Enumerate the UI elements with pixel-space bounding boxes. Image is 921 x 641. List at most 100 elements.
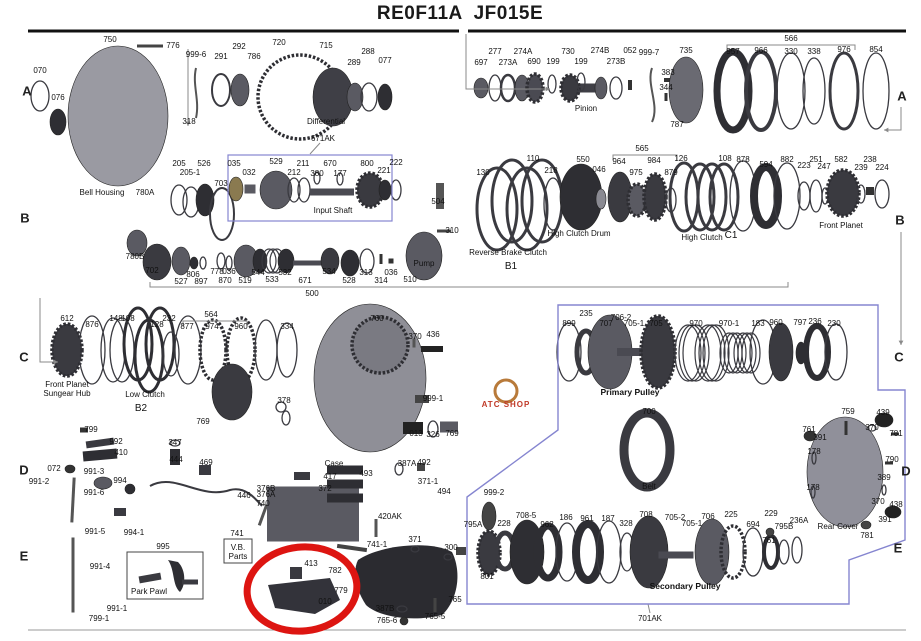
part-label: 741-1 (366, 540, 388, 549)
part-label: 223 (797, 161, 811, 170)
part-label: 701AK (637, 614, 663, 623)
part-label: 528 (342, 276, 356, 285)
part-label: 052 (623, 46, 637, 55)
part-label: 801 (480, 572, 494, 581)
part-label: 504 (431, 197, 445, 206)
part-label: 289 (347, 58, 361, 67)
part-label: 899 (562, 319, 576, 328)
part-label: 565 (635, 144, 649, 153)
part-label: 221 (377, 166, 391, 175)
part-label: 076 (51, 93, 65, 102)
part-label: 387B (375, 604, 395, 613)
part-label: 975 (629, 168, 643, 177)
part-label: 494 (437, 487, 451, 496)
part-label: 854 (869, 45, 883, 54)
group-label: Differential (306, 117, 346, 126)
part-label: 776 (166, 41, 180, 50)
part-label: 999-6 (185, 50, 207, 59)
part-label: 800 (360, 159, 374, 168)
part-label: 236 (808, 317, 822, 326)
part-label: 446 (237, 491, 251, 500)
part-label: 328 (619, 519, 633, 528)
part-label: 313 (359, 268, 373, 277)
group-label: Pump (413, 259, 435, 268)
part-label: 991-1 (106, 604, 128, 613)
part-label: 780B (125, 252, 145, 261)
group-label: Primary Pulley (600, 386, 660, 397)
part-label: 759 (841, 407, 855, 416)
part-label: 765 (448, 595, 462, 604)
part-label: 344 (659, 83, 673, 92)
part-label: 705-1 (623, 319, 645, 328)
red-highlight-circle (243, 543, 361, 635)
part-label: 277 (488, 47, 502, 56)
part-label: 735 (679, 46, 693, 55)
part-label: 703 (214, 179, 228, 188)
part-label: 439 (876, 408, 890, 417)
group-label: Bell Housing (79, 188, 125, 197)
part-label: 291 (214, 52, 228, 61)
group-label: Secondary Pulley (649, 580, 721, 591)
part-label: 957 (726, 47, 740, 56)
part-label: 694 (746, 520, 760, 529)
section-letter: E (19, 548, 29, 564)
part-label: 870 (218, 276, 232, 285)
part-label: 410 (114, 448, 128, 457)
part-label: 232 (162, 314, 176, 323)
part-label: 970 (689, 319, 703, 328)
part-label: 032 (242, 168, 256, 177)
part-label: 715 (319, 41, 333, 50)
group-label: Reverse Brake Clutch (469, 248, 547, 257)
part-label: 077 (378, 56, 392, 65)
part-label: 314 (374, 276, 388, 285)
part-label: 036 (222, 267, 236, 276)
part-label: 799-1 (88, 614, 110, 623)
part-label: 225 (724, 510, 738, 519)
part-label: 338 (807, 47, 821, 56)
part-label: 187 (601, 514, 615, 523)
part-label: 991-4 (89, 562, 111, 571)
part-label: 383 (661, 68, 675, 77)
part-label: 391 (878, 515, 892, 524)
part-label: 218 (544, 166, 558, 175)
part-label: 372 (318, 484, 332, 493)
section-letter: C (19, 349, 29, 365)
part-label: 526 (197, 159, 211, 168)
part-label: 036 (384, 268, 398, 277)
part-label: 741 (230, 529, 244, 538)
part-label: 236A (789, 516, 809, 525)
part-label: 750 (103, 35, 117, 44)
part-label: 960 (234, 322, 248, 331)
part-label: 787 (670, 120, 684, 129)
part-label: 706 (701, 512, 715, 521)
part-label: 413 (304, 559, 318, 568)
group-label: B2 (134, 403, 148, 414)
part-label: 444 (169, 455, 183, 464)
part-label: 228 (497, 519, 511, 528)
part-label: 370 (865, 423, 879, 432)
part-label: 239 (854, 163, 868, 172)
group-label: Front Planet (45, 380, 89, 389)
part-label: 370 (408, 332, 422, 341)
part-label: 708 (639, 510, 653, 519)
part-label: 984 (647, 156, 661, 165)
part-label: 310 (445, 226, 459, 235)
part-label: 702 (145, 266, 159, 275)
part-label: 500 (305, 289, 319, 298)
part-label: 010 (318, 597, 332, 606)
part-label: 273B (606, 57, 626, 66)
part-label: 288 (361, 47, 375, 56)
part-label: 671 (298, 276, 312, 285)
section-letter: C (894, 349, 904, 365)
part-label: 510 (403, 275, 417, 284)
group-label: Pinion (574, 104, 598, 113)
part-label: 128 (150, 320, 164, 329)
part-label: 222 (389, 158, 403, 167)
section-letter: D (901, 463, 911, 479)
part-label: 334 (280, 322, 294, 331)
part-label: 330 (784, 47, 798, 56)
part-label: 183 (751, 319, 765, 328)
part-label: 177 (333, 169, 347, 178)
